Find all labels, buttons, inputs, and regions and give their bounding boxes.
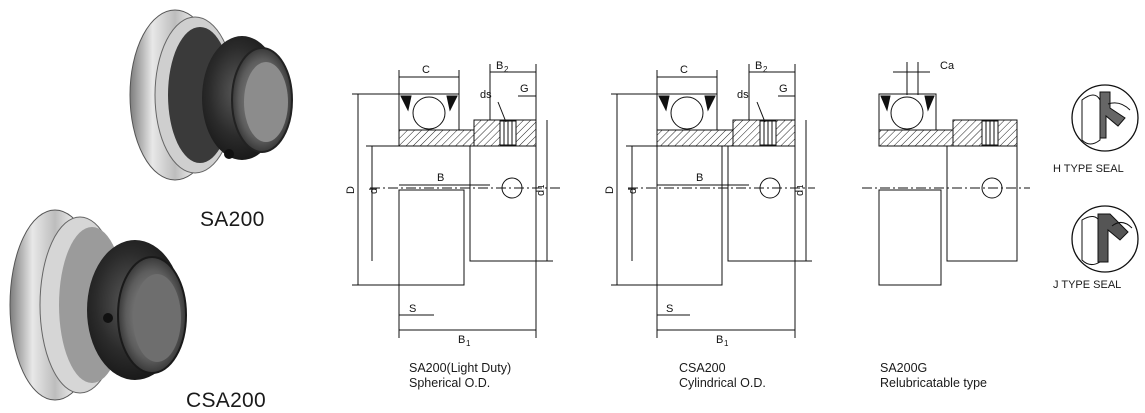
csa200-dim-d1-sub: 1 <box>796 184 805 189</box>
sa200-dim-d1: d <box>535 190 547 196</box>
sa200-caption-line2: Spherical O.D. <box>409 376 491 390</box>
sa200-dim-d1-sub: 1 <box>537 184 546 189</box>
csa200-dim-d-bore: d <box>627 188 639 194</box>
csa200-dim-b: B <box>696 172 703 184</box>
sa200-dim-b2-sub: 2 <box>504 65 509 74</box>
csa200-dim-d1: d <box>794 190 806 196</box>
sa200-caption-line1: SA200(Light Duty) <box>409 361 512 375</box>
sa200g-dim-ca: Ca <box>940 60 955 72</box>
sa200g-section-drawing <box>862 62 1030 286</box>
sa200-dim-g: G <box>520 83 529 95</box>
sa200g-caption-line2: Relubricatable type <box>880 376 988 390</box>
sa200-dim-b1-sub: 1 <box>466 339 471 348</box>
sa200-dim-b2: B <box>496 60 503 72</box>
sa200g-caption-line1: SA200G <box>880 361 928 375</box>
sa200-section-drawing <box>352 64 560 338</box>
h-type-seal-diagram <box>1071 84 1139 152</box>
sa200-dim-b: B <box>437 172 444 184</box>
csa200-dim-b2: B <box>755 60 762 72</box>
csa200-dim-g: G <box>779 83 788 95</box>
csa200-bearing-photo <box>9 209 187 401</box>
sa200-dim-s: S <box>409 303 416 315</box>
csa200-dim-c: C <box>680 64 688 76</box>
sa200-caption: SA200(Light Duty) Spherical O.D. <box>409 361 511 391</box>
sa200g-caption: SA200G Relubricatable type <box>880 361 987 391</box>
csa200-caption-line1: CSA200 <box>679 361 726 375</box>
j-type-seal-diagram <box>1071 205 1139 273</box>
csa200-caption: CSA200 Cylindrical O.D. <box>679 361 766 391</box>
h-type-seal-label: H TYPE SEAL <box>1053 163 1124 175</box>
sa200-dim-d-bore: d <box>368 188 380 194</box>
csa200-dim-ds: ds <box>737 89 749 101</box>
csa200-dim-s: S <box>666 303 673 315</box>
sa200-photo-label: SA200 <box>200 208 265 231</box>
csa200-photo-label: CSA200 <box>186 389 267 412</box>
sa200-dim-d-outer: D <box>345 186 357 194</box>
csa200-dim-d-outer: D <box>604 186 616 194</box>
sa200-dim-b1: B <box>458 334 465 346</box>
csa200-dim-b1: B <box>716 334 723 346</box>
csa200-dim-b1-sub: 1 <box>724 339 729 348</box>
j-type-seal-label: J TYPE SEAL <box>1053 279 1122 291</box>
csa200-section-drawing <box>611 64 815 338</box>
csa200-caption-line2: Cylindrical O.D. <box>679 376 766 390</box>
sa200-dim-c: C <box>422 64 430 76</box>
csa200-dim-b2-sub: 2 <box>763 65 768 74</box>
sa200-bearing-photo <box>129 9 293 181</box>
sa200-dim-ds: ds <box>480 89 492 101</box>
